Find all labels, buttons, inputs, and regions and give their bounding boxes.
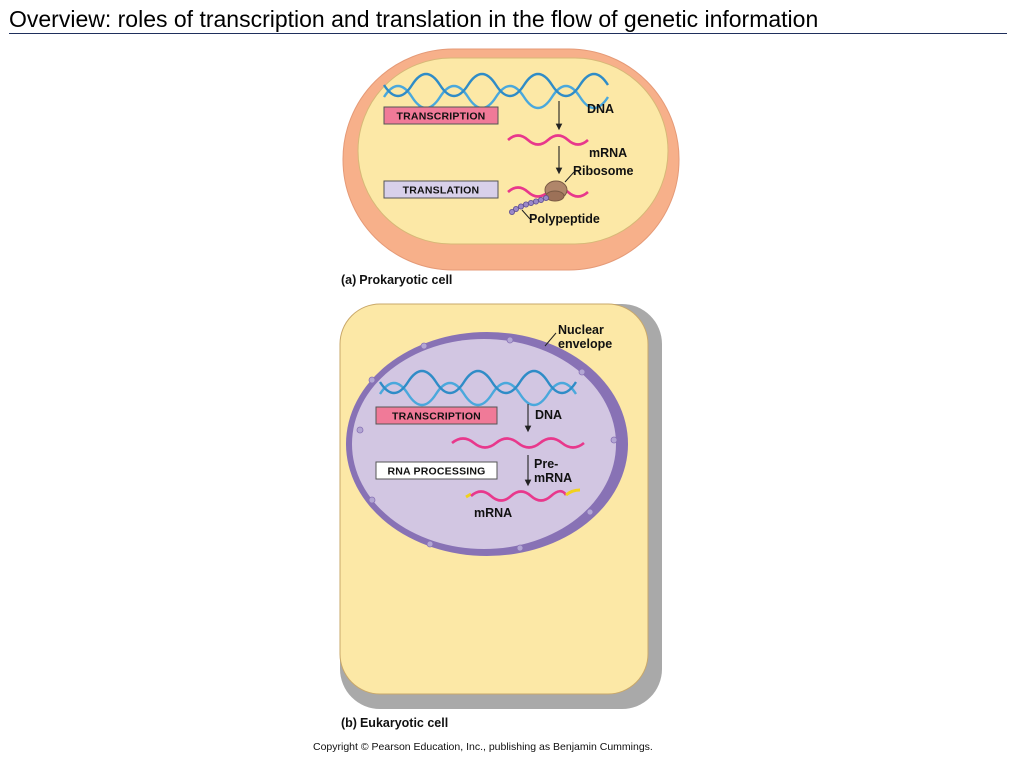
rna-processing-box: RNA PROCESSING — [375, 461, 498, 480]
eukaryote-mrna-label: mRNA — [474, 506, 512, 520]
slide-title: Overview: roles of transcription and tra… — [9, 6, 819, 32]
prokaryote-dna-label: DNA — [587, 102, 614, 116]
pre-mrna-strand — [451, 437, 585, 449]
prokaryote-transcription-box: TRANSCRIPTION — [383, 106, 499, 125]
title-underline — [9, 33, 1007, 34]
prokaryote-mrna-label: mRNA — [589, 146, 627, 160]
eukaryote-transcription-label: TRANSCRIPTION — [392, 411, 481, 423]
polypeptide-chain — [508, 194, 550, 215]
ribosome-label: Ribosome — [573, 164, 633, 178]
eukaryote-dna-double-helix — [378, 369, 578, 407]
processed-mrna — [465, 488, 581, 502]
prokaryote-translation-label: TRANSLATION — [403, 185, 480, 197]
eukaryote-caption: (b)Eukaryotic cell — [341, 716, 448, 730]
prokaryotic-cell-panel: TRANSCRIPTION DNA mRNA Ribosome TRANSLAT… — [341, 48, 680, 287]
polypeptide-leader-line — [521, 209, 531, 220]
prokaryote-dna-double-helix — [382, 72, 610, 110]
nuclear-envelope-leader-line — [544, 332, 557, 347]
polypeptide-label: Polypeptide — [529, 212, 600, 226]
pre-mrna-label-line2: mRNA — [534, 471, 572, 485]
eukaryote-transcription-box: TRANSCRIPTION — [375, 406, 498, 425]
pre-mrna-label-line1: Pre- — [534, 457, 558, 471]
ribosome-leader-line — [564, 171, 575, 183]
eukaryotic-cell-panel: Nuclear envelope TRANSCRIPTION DNA RNA P… — [339, 303, 662, 730]
prokaryote-caption: (a)Prokaryotic cell — [341, 273, 452, 287]
prokaryote-transcription-label: TRANSCRIPTION — [397, 111, 486, 123]
ribosome-shape — [544, 180, 568, 202]
copyright-notice: Copyright © Pearson Education, Inc., pub… — [313, 741, 653, 753]
rna-processing-label: RNA PROCESSING — [387, 466, 485, 478]
nuclear-envelope-label-line1: Nuclear — [558, 323, 604, 337]
nuclear-pores — [356, 336, 618, 552]
prokaryote-translation-box: TRANSLATION — [383, 180, 499, 199]
prokaryote-mrna-strand — [507, 134, 589, 146]
nuclear-envelope-label-line2: envelope — [558, 337, 612, 351]
eukaryote-dna-label: DNA — [535, 408, 562, 422]
